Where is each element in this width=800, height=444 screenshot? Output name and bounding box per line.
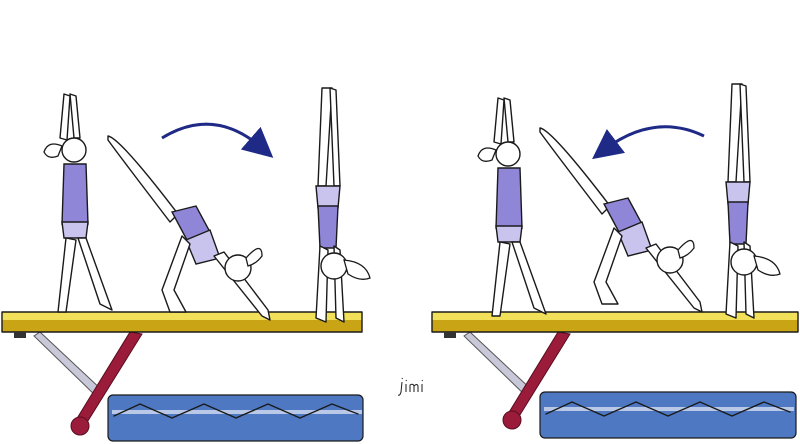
balance-beam [431,311,799,338]
artist-signature [398,377,423,396]
gymnast-handstand [725,83,781,319]
direction-arrow-left [592,125,705,160]
right-panel [431,83,799,439]
gymnast-handstand [315,87,371,323]
beam-support [33,331,143,436]
landing-mat [539,391,797,439]
left-panel [1,87,371,442]
gymnast-split [539,127,703,313]
direction-arrow-right [161,122,274,158]
gymnast-split [107,135,271,321]
gymnast-standing [43,93,113,313]
gymnast-standing [477,97,547,317]
landing-mat [107,394,364,442]
beam-support [463,331,571,430]
balance-beam [1,311,363,338]
